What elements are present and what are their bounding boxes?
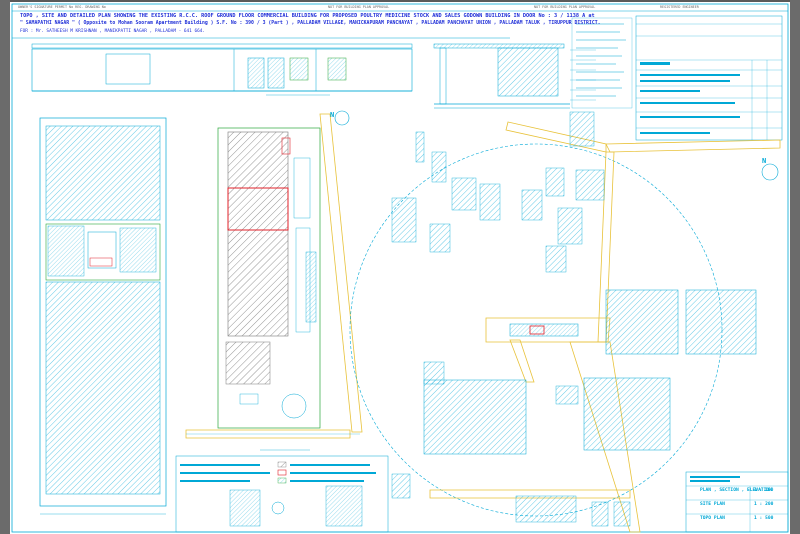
section-notes <box>571 17 633 109</box>
north-arrow-topo: N <box>762 157 767 165</box>
viewer-left-margin <box>0 0 10 534</box>
front-elevation <box>31 43 413 96</box>
sheet-header-center-right: NOT FOR BUILDING PLAN APPROVAL <box>534 5 596 9</box>
sheet-header-left: OWNER'S SIGNATURE PERMIT No REG. DRAWING… <box>18 5 106 9</box>
drawing-sheet[interactable]: OWNER'S SIGNATURE PERMIT No REG. DRAWING… <box>10 2 790 534</box>
site-plan <box>185 113 363 451</box>
scale-table <box>685 471 789 533</box>
drawing-canvas <box>11 3 789 533</box>
scale-label-site: SITE PLAN <box>700 502 725 507</box>
sheet-border <box>11 3 789 533</box>
cross-section <box>433 43 596 109</box>
scale-label-topo: TOPO PLAN <box>700 516 725 521</box>
topo-plan <box>334 110 781 533</box>
area-statement-table <box>635 15 783 141</box>
drawing-title-line-2: " SAMAPATHI NAGAR " ( Opposite to Mohan … <box>20 21 601 26</box>
scale-value-topo: 1 : 500 <box>754 516 774 521</box>
scale-label-plan: PLAN , SECTION , ELEVATION <box>700 488 772 493</box>
scale-value-plan: 1 : 100 <box>754 488 774 493</box>
drawing-title-line-1: TOPO , SITE AND DETAILED PLAN SHOWING TH… <box>20 13 595 19</box>
legend-block <box>175 455 389 533</box>
scale-value-site: 1 : 200 <box>754 502 774 507</box>
drawing-title-line-3: FOR : Mr. SATHEESH M KRISHNAN , MANIKPAT… <box>20 29 206 34</box>
sheet-header-center: NOT FOR BUILDING PLAN APPROVAL <box>328 5 390 9</box>
sheet-header-right: REGISTERED ENGINEER <box>660 5 699 9</box>
ground-floor-plan <box>39 117 167 515</box>
viewer-right-margin <box>790 0 800 534</box>
north-arrow-site: N <box>330 111 335 119</box>
